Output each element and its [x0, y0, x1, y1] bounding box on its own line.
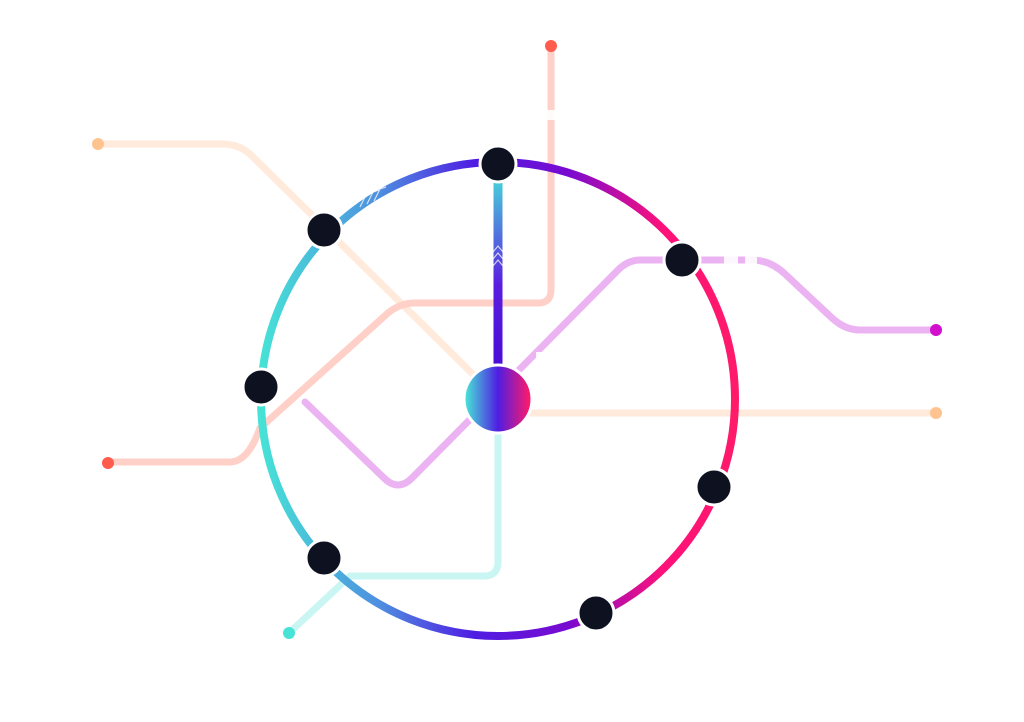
ring-stations	[241, 144, 734, 633]
peach-line-terminal-east[interactable]	[930, 407, 942, 419]
central-hub-station[interactable]	[462, 363, 534, 435]
red-line-terminal-north[interactable]	[545, 40, 557, 52]
ring-station-south[interactable]	[576, 593, 616, 633]
peach-line-terminal-west[interactable]	[92, 138, 104, 150]
cyan-line-terminal-southwest[interactable]	[283, 627, 295, 639]
ring-station-south-west[interactable]	[304, 538, 344, 578]
red-line-terminal-west[interactable]	[102, 457, 114, 469]
ring-station-north-west[interactable]	[304, 210, 344, 250]
line-label-marks	[536, 110, 757, 360]
peach-line	[92, 138, 942, 419]
magenta-line	[301, 256, 942, 489]
cyan-line	[283, 426, 502, 639]
ring-station-north-east[interactable]	[662, 240, 702, 280]
red-line	[102, 40, 557, 469]
magenta-line-terminal-east[interactable]	[930, 324, 942, 336]
ring-station-north[interactable]	[478, 144, 518, 184]
direction-chevrons-icon	[359, 186, 504, 267]
ring-station-east[interactable]	[694, 467, 734, 507]
ring-station-west[interactable]	[241, 367, 281, 407]
